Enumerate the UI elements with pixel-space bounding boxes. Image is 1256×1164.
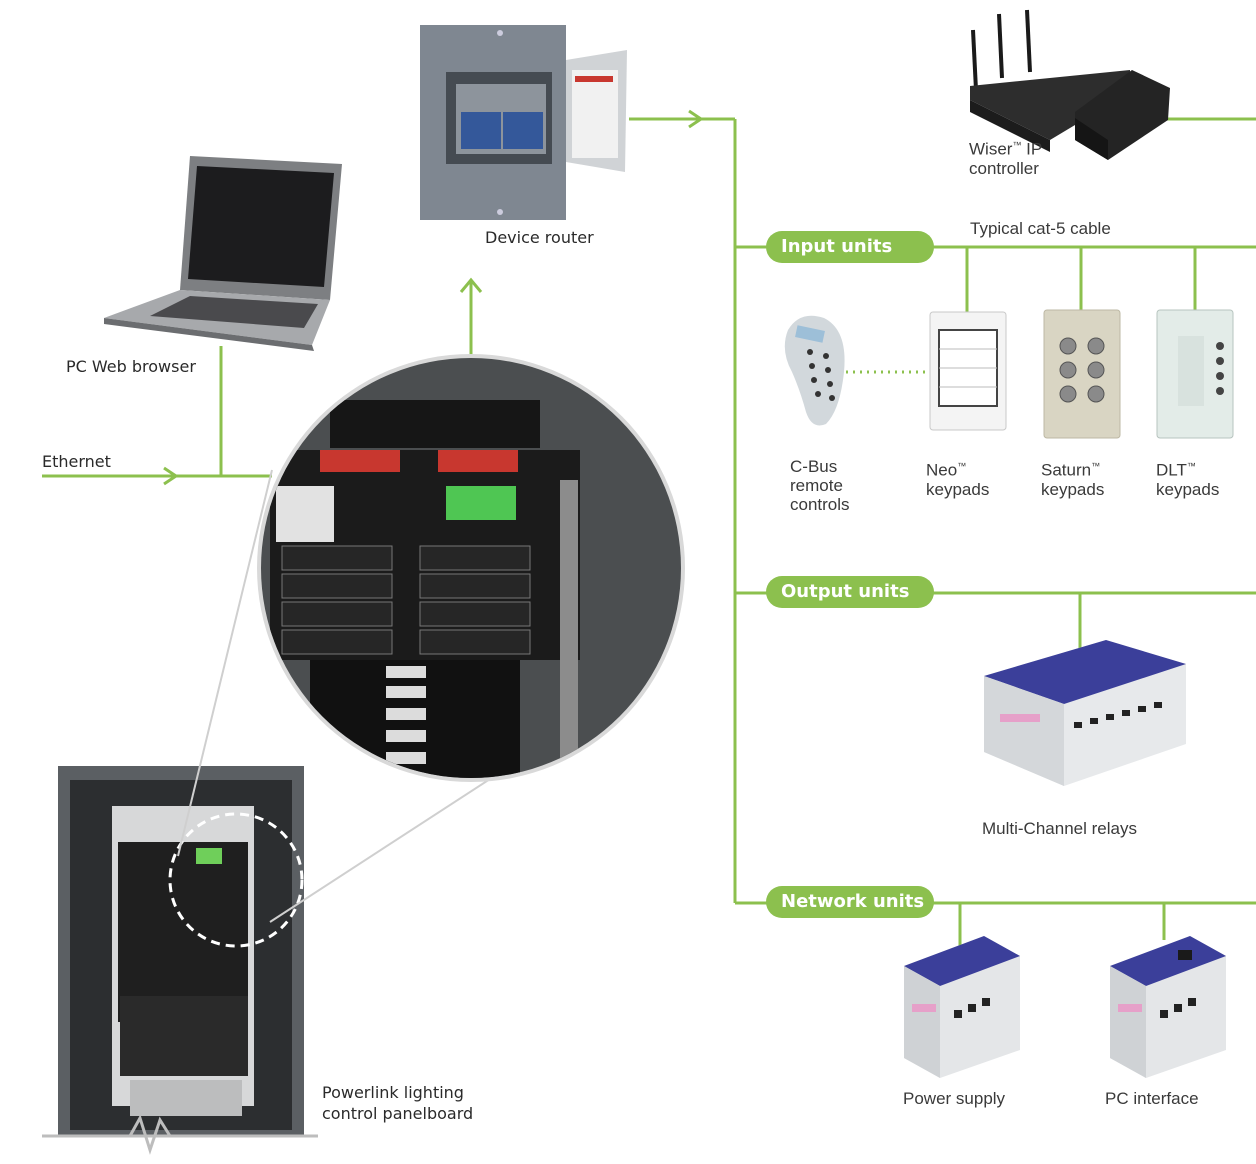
dlt-keypad-icon bbox=[1156, 309, 1234, 439]
neo-rest: keypads bbox=[926, 479, 990, 499]
pc-interface-icon bbox=[1110, 936, 1226, 1078]
power-supply-label: Power supply bbox=[903, 1089, 1006, 1108]
device-router-label: Device router bbox=[485, 228, 594, 247]
power-supply-icon bbox=[904, 936, 1020, 1078]
relays-label: Multi-Channel relays bbox=[982, 819, 1137, 838]
device-router-icon bbox=[420, 25, 627, 220]
ethernet-label: Ethernet bbox=[42, 452, 111, 471]
panelboard-label: Powerlink lighting control panelboard bbox=[322, 1083, 474, 1123]
saturn-rest: keypads bbox=[1041, 479, 1105, 499]
trademark-mark: ™ bbox=[1186, 461, 1196, 471]
cbus-remote-label: C-Bus remote controls bbox=[790, 457, 850, 514]
neo-brand: Neo bbox=[926, 460, 958, 480]
remote-control-icon bbox=[784, 315, 845, 426]
dlt-keypads-label: DLT™ keypads bbox=[1156, 457, 1219, 499]
dlt-rest: keypads bbox=[1156, 479, 1220, 499]
dlt-brand: DLT bbox=[1156, 460, 1187, 480]
panelboard-icon bbox=[42, 766, 318, 1155]
output-units-pill: Output units bbox=[766, 576, 934, 608]
pc-interface-label: PC interface bbox=[1105, 1089, 1199, 1108]
pc-web-browser-label: PC Web browser bbox=[66, 357, 196, 376]
cable-label: Typical cat-5 cable bbox=[970, 219, 1111, 238]
panel-closeup-icon bbox=[257, 354, 685, 782]
laptop-icon bbox=[104, 156, 342, 351]
saturn-brand: Saturn bbox=[1041, 460, 1092, 480]
saturn-keypad-icon bbox=[1043, 309, 1121, 439]
trademark-mark: ™ bbox=[1012, 140, 1022, 150]
neo-keypad-icon bbox=[929, 311, 1007, 431]
relay-module-icon bbox=[984, 640, 1186, 786]
neo-keypads-label: Neo™ keypads bbox=[926, 457, 989, 499]
input-units-pill: Input units bbox=[766, 231, 934, 263]
wiser-router-icon bbox=[970, 9, 1170, 160]
trademark-mark: ™ bbox=[1091, 461, 1101, 471]
saturn-keypads-label: Saturn™ keypads bbox=[1041, 457, 1104, 499]
network-units-pill: Network units bbox=[766, 886, 934, 918]
trademark-mark: ™ bbox=[957, 461, 967, 471]
wiser-rest: IP controller bbox=[969, 139, 1043, 178]
wiser-ip-controller-label: Wiser™ IP controller bbox=[969, 136, 1042, 178]
wiser-brand: Wiser bbox=[969, 139, 1013, 159]
